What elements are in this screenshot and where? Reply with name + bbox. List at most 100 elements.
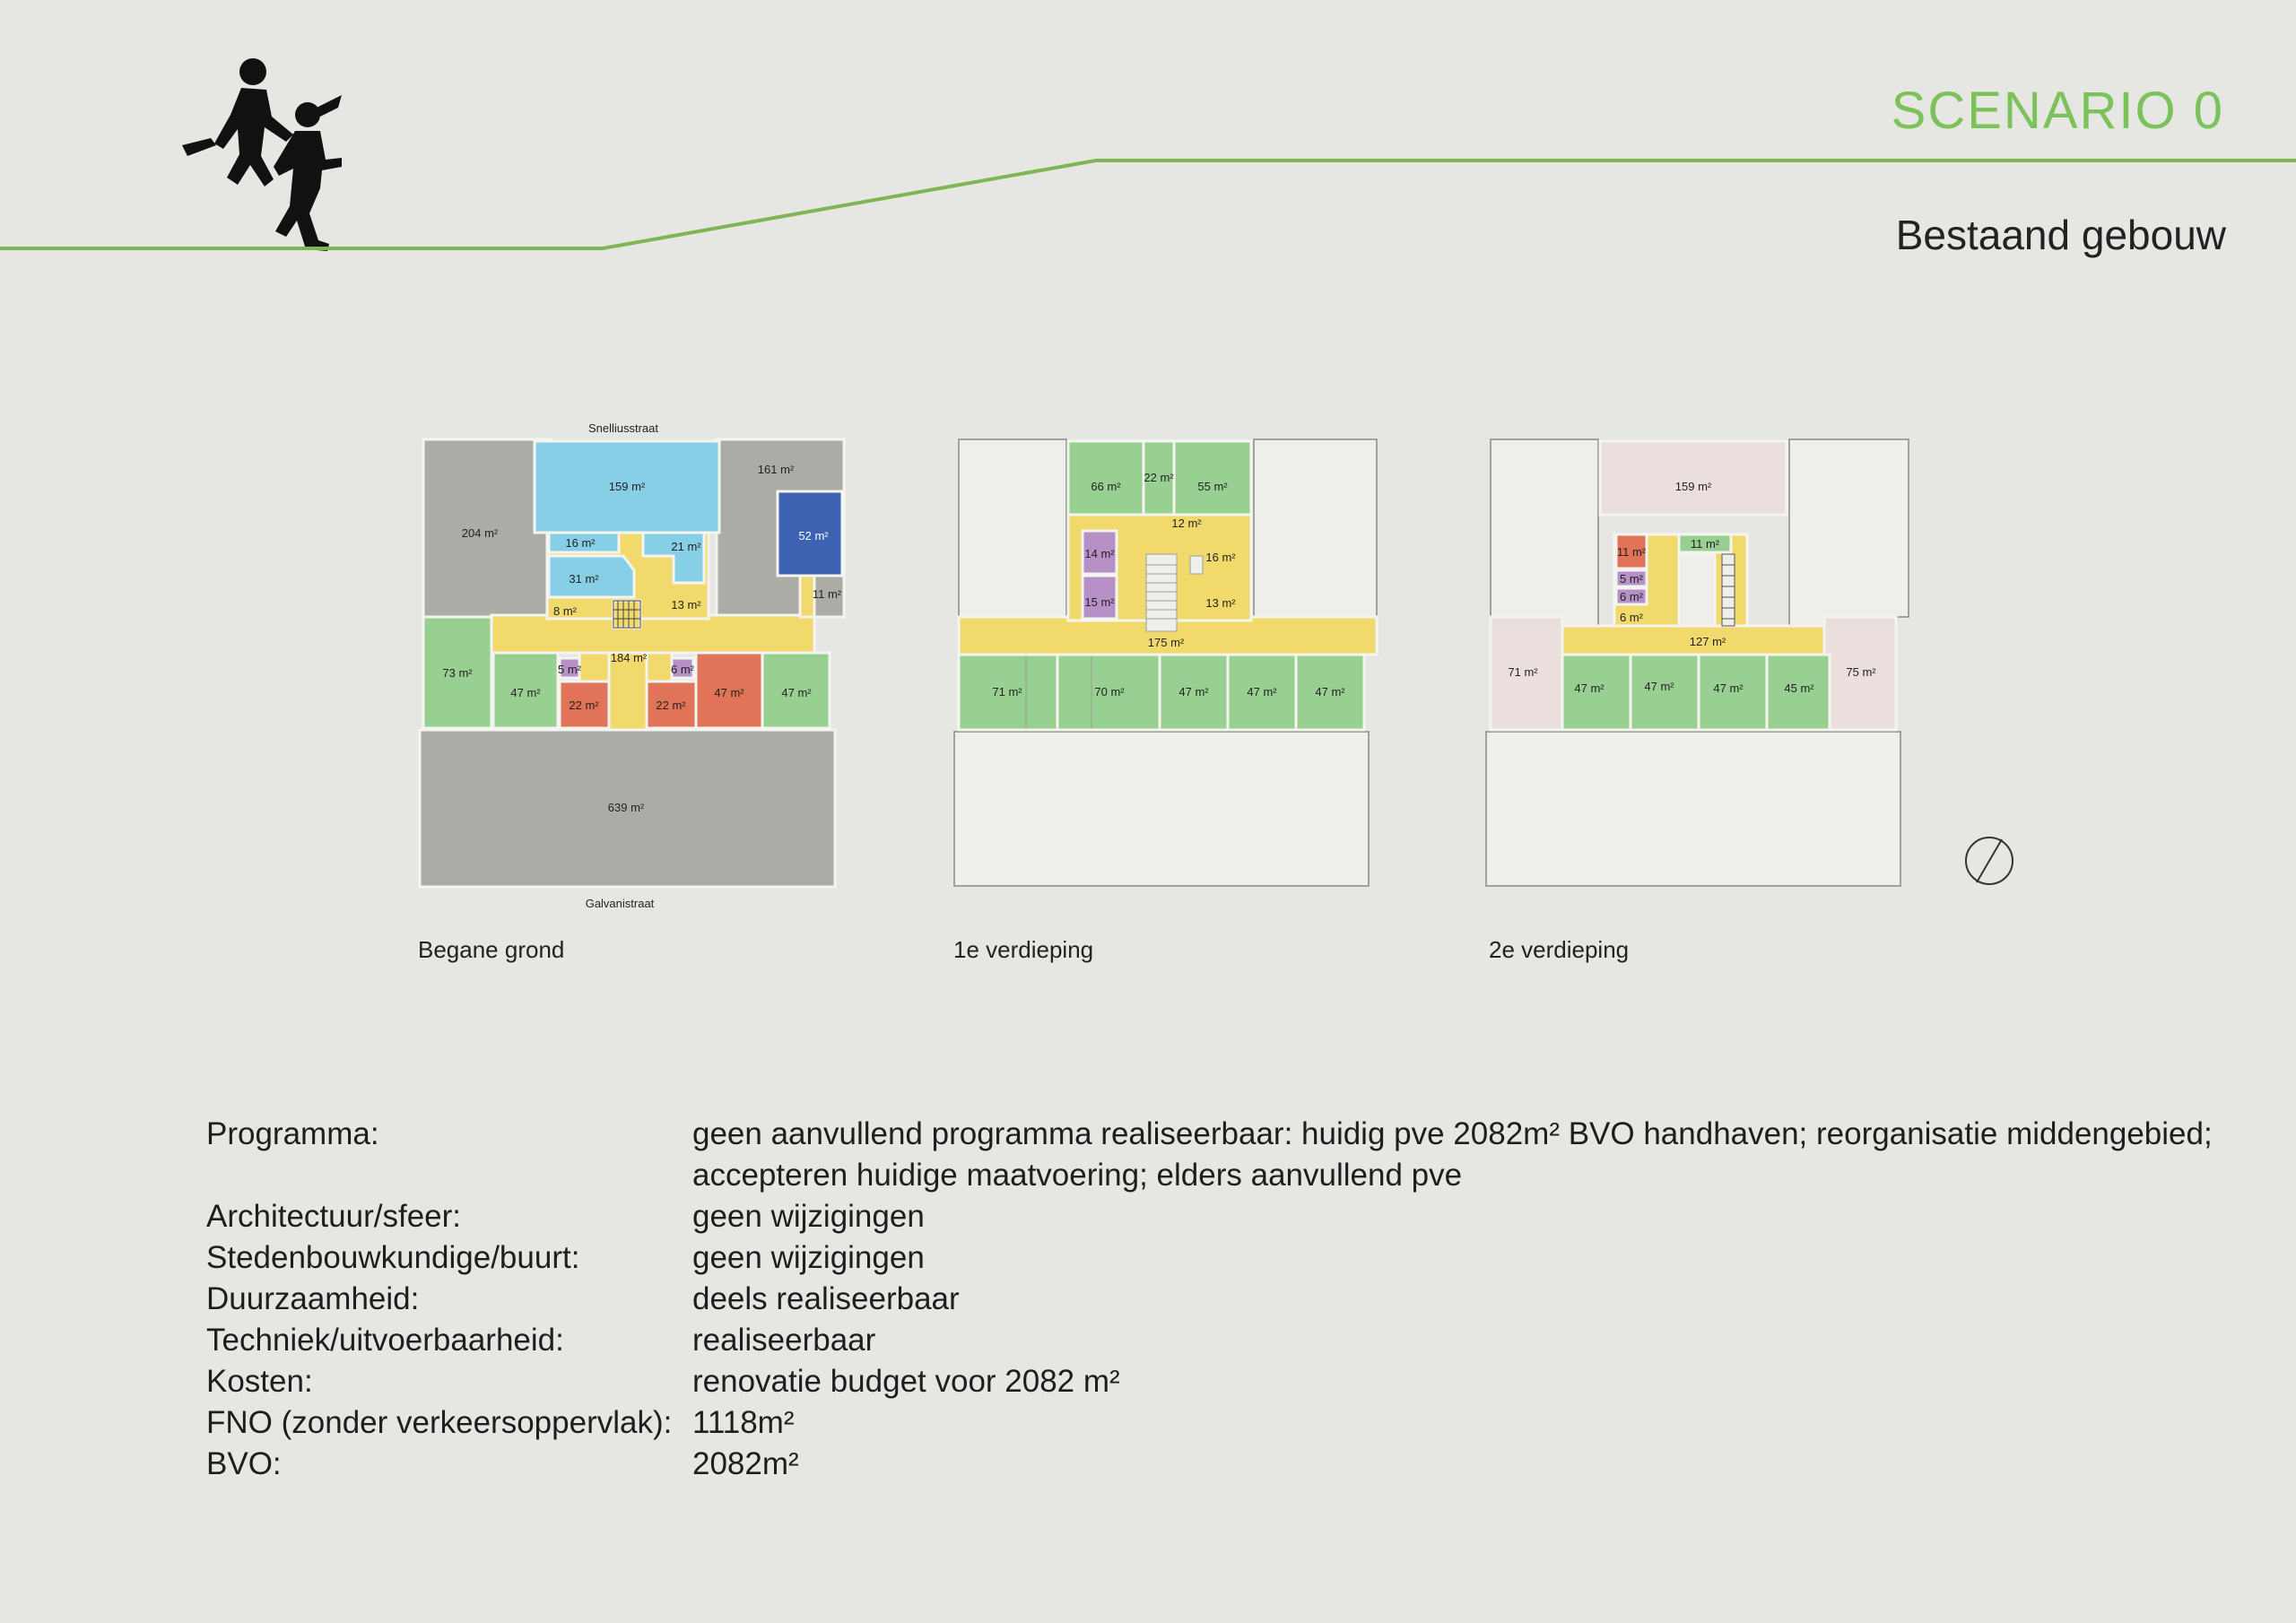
label-22a: 22 m² [569, 699, 599, 712]
label-21: 21 m² [671, 540, 701, 553]
room-22a [558, 680, 611, 730]
info-value: renovatie budget voor 2082 m² [692, 1364, 1120, 1399]
label-127: 127 m² [1690, 635, 1726, 648]
label-6a: 6 m² [1620, 590, 1644, 603]
room-66 [1066, 439, 1145, 516]
label-11b: 11 m² [1691, 537, 1720, 551]
label-47c: 47 m² [1315, 685, 1345, 699]
label-47a: 47 m² [1574, 681, 1605, 695]
room-70 [1056, 653, 1161, 732]
label-22b: 22 m² [656, 699, 686, 712]
room-47a [1561, 653, 1632, 732]
south-block [953, 731, 1370, 887]
label-15: 15 m² [1084, 595, 1115, 609]
room-31 [547, 554, 636, 599]
info-value: geen wijzigingen [692, 1199, 925, 1234]
label-52: 52 m² [798, 529, 829, 542]
label-6: 6 m² [671, 663, 695, 676]
room-47b [694, 651, 764, 730]
room-45 [1765, 653, 1831, 732]
info-label: Stedenbouwkundige/buurt: [206, 1240, 580, 1275]
info-label: BVO: [206, 1446, 282, 1481]
info-value: geen aanvullend programma realiseerbaar:… [692, 1116, 2213, 1193]
room-11a [1614, 533, 1648, 570]
running-children-silhouette-icon [175, 52, 350, 251]
info-label: Techniek/uitvoerbaarheid: [206, 1323, 564, 1358]
label-6b: 6 m² [1620, 611, 1644, 624]
info-value: deels realiseerbaar [692, 1281, 960, 1316]
corridor [490, 613, 816, 655]
info-value: 1118m² [692, 1405, 795, 1440]
label-66: 66 m² [1091, 480, 1121, 493]
label-159: 159 m² [1675, 480, 1712, 493]
caption-begane-grond: Begane grond [418, 936, 565, 963]
label-70: 70 m² [1094, 685, 1125, 699]
page-subtitle: Bestaand gebouw [1895, 212, 2226, 258]
label-204: 204 m² [462, 526, 499, 540]
label-8: 8 m² [553, 604, 578, 618]
label-639: 639 m² [608, 801, 645, 814]
floor-plan-2e-verdieping: 159 m² 11 m² 11 m² 5 m² 6 m² 6 m² 127 m²… [1480, 430, 1928, 897]
label-175: 175 m² [1148, 636, 1185, 649]
label-16: 16 m² [1205, 551, 1236, 564]
room-15 [1081, 574, 1118, 621]
wing-west [1490, 438, 1599, 627]
floor-plan-begane-grond: Snelliusstraat Galvanistraat 204 m² 159 … [408, 412, 857, 924]
label-47c: 47 m² [781, 686, 812, 699]
label-161: 161 m² [758, 463, 795, 476]
room-73 [422, 615, 493, 730]
label-184: 184 m² [611, 651, 648, 664]
wing-west [958, 438, 1067, 627]
room-16 [547, 531, 621, 554]
label-5: 5 m² [1620, 572, 1644, 586]
wing-east [1253, 438, 1378, 627]
room-47c [1294, 653, 1366, 732]
north-arrow-icon [1964, 836, 2014, 886]
room-159 [1598, 439, 1788, 516]
label-11a: 11 m² [1617, 545, 1647, 559]
label-14: 14 m² [1084, 547, 1115, 560]
street-snelliusstraat: Snelliusstraat [588, 421, 658, 435]
room-21 [641, 531, 706, 585]
street-galvanistraat: Galvanistraat [586, 897, 655, 910]
caption-2e-verdieping: 2e verdieping [1489, 936, 1630, 963]
room-52 [776, 490, 844, 577]
south-block [1485, 731, 1901, 887]
room-47a [1158, 653, 1230, 732]
room-47c [1697, 653, 1769, 732]
label-71: 71 m² [992, 685, 1022, 699]
label-47b: 47 m² [714, 686, 744, 699]
info-value: realiseerbaar [692, 1323, 876, 1358]
info-label: Kosten: [206, 1364, 313, 1399]
label-13: 13 m² [671, 598, 701, 612]
room-159 [533, 439, 721, 534]
header-ridge-line [0, 159, 2296, 250]
wing-east [1788, 438, 1909, 627]
label-47c: 47 m² [1713, 681, 1744, 695]
info-label: FNO (zonder verkeersoppervlak): [206, 1405, 673, 1440]
room-6a [1614, 586, 1648, 606]
room-22b [645, 680, 698, 730]
scenario-title: SCENARIO 0 [1891, 82, 2224, 140]
label-11: 11 m² [813, 587, 842, 601]
caption-1e-verdieping: 1e verdieping [953, 936, 1094, 963]
info-label: Programma: [206, 1116, 379, 1151]
label-55: 55 m² [1197, 480, 1228, 493]
room-22 [1142, 439, 1176, 516]
label-47b: 47 m² [1644, 680, 1674, 693]
void [1677, 552, 1717, 628]
label-47a: 47 m² [1178, 685, 1209, 699]
label-47a: 47 m² [510, 686, 541, 699]
label-75: 75 m² [1846, 665, 1876, 679]
label-73: 73 m² [442, 666, 473, 680]
label-5: 5 m² [558, 663, 582, 676]
info-label: Duurzaamheid: [206, 1281, 420, 1316]
label-12: 12 m² [1171, 516, 1202, 530]
info-value: geen wijzigingen [692, 1240, 925, 1275]
room-71 [1489, 615, 1564, 732]
room-55 [1172, 439, 1253, 516]
label-71: 71 m² [1508, 665, 1538, 679]
room-47c [761, 651, 831, 730]
corridor-east [798, 574, 816, 619]
room-14 [1081, 529, 1118, 576]
